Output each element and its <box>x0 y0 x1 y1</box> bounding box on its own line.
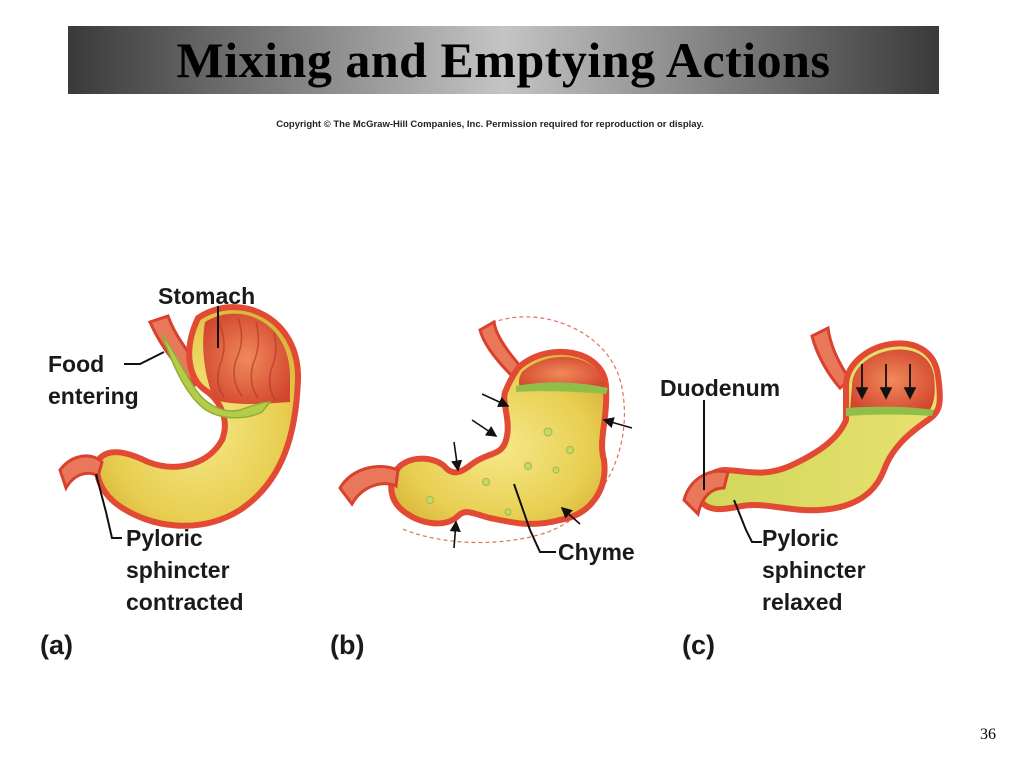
pyloric-leader-c <box>733 499 762 543</box>
panel-a: Stomach Food entering Pyloric sphincter … <box>40 283 302 660</box>
pyloric-leader-a <box>95 473 122 539</box>
duodenum-b <box>338 465 400 507</box>
food-entering-label-line2: entering <box>48 383 139 409</box>
pyloric-relaxed-line2: sphincter <box>762 557 866 583</box>
slide-title: Mixing and Emptying Actions <box>176 32 831 88</box>
chyme-band-c <box>846 406 934 416</box>
pyloric-contracted-line2: sphincter <box>126 557 230 583</box>
page-number: 36 <box>980 726 996 743</box>
pyloric-contracted-line1: Pyloric <box>126 525 203 551</box>
title-bar: Mixing and Emptying Actions <box>68 26 939 94</box>
food-bolus-a <box>161 333 272 419</box>
pyloric-relaxed-line1: Pyloric <box>762 525 839 551</box>
contraction-arrows-b <box>449 393 633 549</box>
previous-outline-b <box>399 316 626 544</box>
fundus-rugae-b <box>518 357 604 390</box>
chyme-label: Chyme <box>558 539 635 565</box>
push-arrows-c <box>855 364 917 400</box>
chyme-leader-b <box>513 483 556 553</box>
pyloric-contracted-line3: contracted <box>126 589 244 615</box>
pyloric-relaxed-line3: relaxed <box>762 589 843 615</box>
panel-a-letter: (a) <box>40 630 73 660</box>
chyme-particles-b <box>426 427 574 516</box>
duodenum-a <box>58 454 104 492</box>
panel-b-letter: (b) <box>330 630 364 660</box>
food-entering-label-line1: Food <box>48 351 104 377</box>
fundus-rugae-a <box>203 313 291 404</box>
panel-c: Duodenum Pyloric sphincter relaxed (c) <box>660 325 943 660</box>
duodenum-c <box>682 469 730 517</box>
panel-c-letter: (c) <box>682 630 715 660</box>
stomach-label: Stomach <box>158 283 255 309</box>
panel-b: Chyme (b) <box>330 316 635 660</box>
chyme-band-b <box>516 382 608 394</box>
copyright-notice: Copyright © The McGraw-Hill Companies, I… <box>276 119 704 130</box>
duodenum-label: Duodenum <box>660 375 780 401</box>
food-leader-a <box>124 351 165 365</box>
stomach-wall-b <box>388 348 610 527</box>
